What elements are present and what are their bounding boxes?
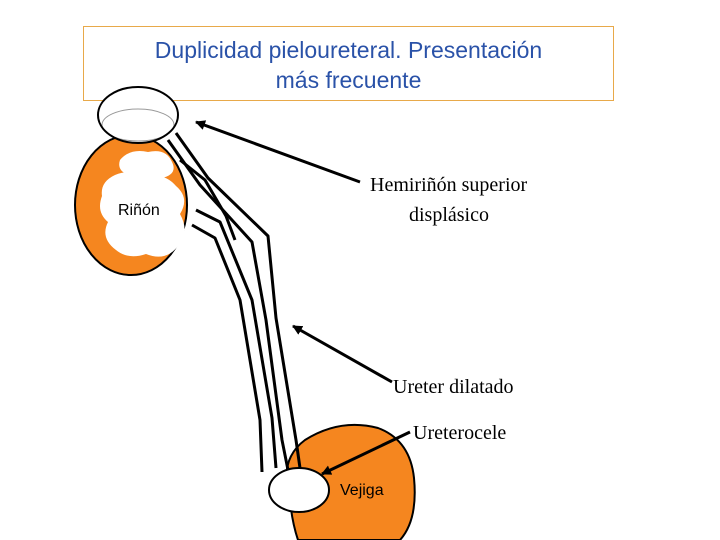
normal-ureter-inner	[195, 208, 278, 469]
upper-hemikidney-shadow	[101, 108, 175, 142]
arrow-dilated-ureter	[292, 324, 393, 384]
title-line-2: más frecuente	[275, 67, 422, 93]
label-ureterocele: Ureterocele	[413, 422, 506, 444]
upper-hemikidney	[97, 86, 179, 144]
label-dilated-ureter: Ureter dilatado	[393, 376, 514, 398]
label-upper-hemikidney-line1: Hemiriñón superior	[370, 174, 528, 196]
arrow-upper-hemikidney	[195, 120, 361, 184]
bladder	[268, 423, 416, 540]
diagram-title: Duplicidad pieloureteral. Presentación m…	[83, 26, 614, 101]
normal-ureter-outer	[191, 223, 264, 473]
dilated-ureter-outer	[166, 139, 290, 471]
pointer-arrows	[195, 120, 411, 476]
upper-hemikidney-shape	[97, 86, 179, 144]
title-line-1: Duplicidad pieloureteral. Presentación	[154, 37, 543, 63]
kidney-pelvis-upper	[119, 151, 174, 179]
label-upper-hemikidney-line2: displásico	[409, 204, 489, 226]
label-kidney: Riñón	[118, 202, 160, 219]
ureterocele-shape	[268, 467, 330, 513]
label-bladder: Vejiga	[340, 482, 384, 499]
kidney	[74, 134, 188, 276]
arrow-ureterocele	[321, 430, 411, 476]
dilated-ureter-inner	[174, 132, 302, 469]
kidney-to-ureter-link	[179, 158, 237, 241]
ureters	[166, 132, 302, 473]
kidney-pelvis-lower	[100, 172, 185, 257]
